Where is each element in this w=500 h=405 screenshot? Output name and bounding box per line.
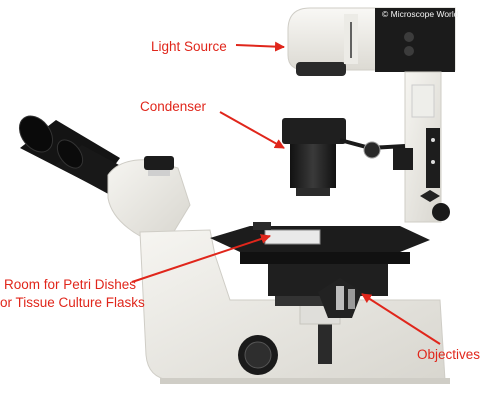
label-light-source: Light Source: [151, 39, 227, 54]
arrow-condenser: [219, 111, 285, 149]
objective-turret: [318, 278, 362, 318]
watermark: © Microscope World: [382, 9, 459, 19]
arrow-light-source: [235, 41, 285, 52]
label-room-line1: Room for Petri Dishes: [3, 277, 136, 292]
label-objectives: Objectives: [417, 347, 481, 362]
label-room-line2: or Tissue Culture Flasks: [0, 295, 145, 310]
arrow-room: [131, 234, 271, 283]
arrow-objectives: [361, 293, 441, 345]
focus-knob: [432, 203, 450, 221]
trinocular-head: [107, 156, 191, 239]
eyepieces: [18, 115, 132, 196]
label-condenser: Condenser: [140, 99, 207, 114]
annotation-arrows: [131, 41, 441, 345]
condenser-assembly: [282, 118, 413, 196]
lamp-housing: [287, 7, 456, 76]
illumination-pillar: [404, 71, 442, 223]
